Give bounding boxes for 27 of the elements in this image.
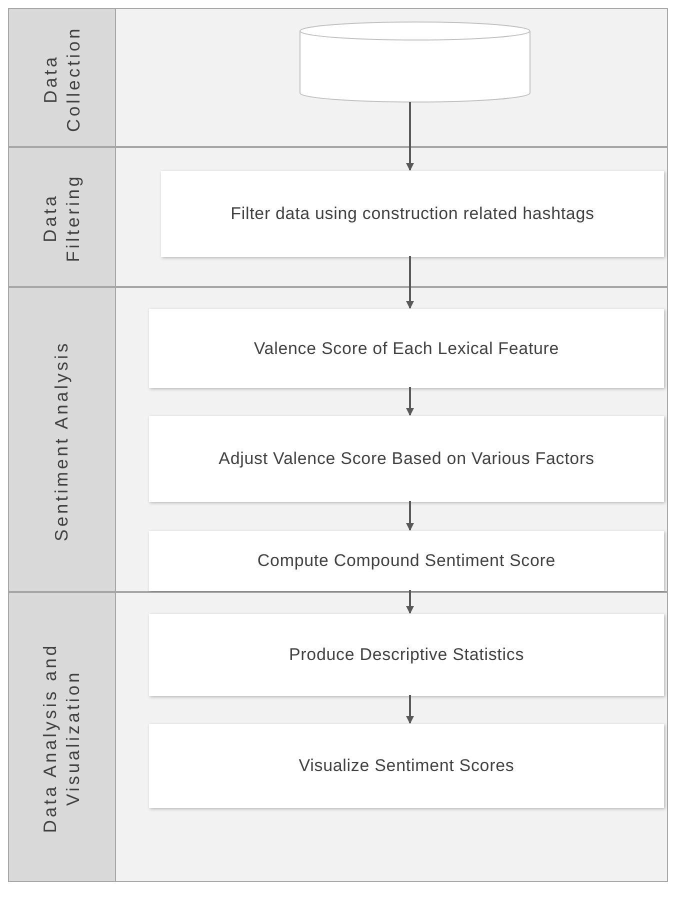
process-box	[161, 171, 664, 257]
arrow	[406, 256, 414, 309]
arrow	[406, 387, 414, 416]
arrow	[406, 501, 414, 531]
process-box	[149, 416, 664, 502]
arrow	[406, 695, 414, 724]
database-cylinder	[299, 21, 531, 103]
lane-label: Data Analysis and Visualization	[38, 642, 84, 835]
swimlane-band	[8, 592, 668, 882]
step-text: Valence Score of Each Lexical Feature	[254, 338, 560, 360]
step-text: Adjust Valence Score Based on Various Factors	[218, 448, 594, 470]
swimlane-band	[8, 287, 668, 592]
arrow	[406, 590, 414, 614]
process-box	[149, 531, 664, 591]
process-box	[149, 724, 664, 808]
lane-label: Data Collection	[38, 24, 84, 134]
lane-label: Sentiment Analysis	[50, 339, 72, 543]
lane-label: Data Filtering	[38, 172, 84, 264]
process-box	[149, 614, 664, 696]
step-text: Compute Compound Sentiment Score	[257, 550, 556, 572]
swimlane-band	[8, 147, 668, 287]
step-text: Filter data using construction related hashtags	[230, 203, 594, 226]
step-text: Produce Descriptive Statistics	[288, 644, 524, 666]
process-box	[149, 309, 664, 388]
arrow	[406, 102, 414, 171]
step-text: Visualize Sentiment Scores	[298, 755, 514, 778]
swimlane-band	[8, 8, 668, 147]
